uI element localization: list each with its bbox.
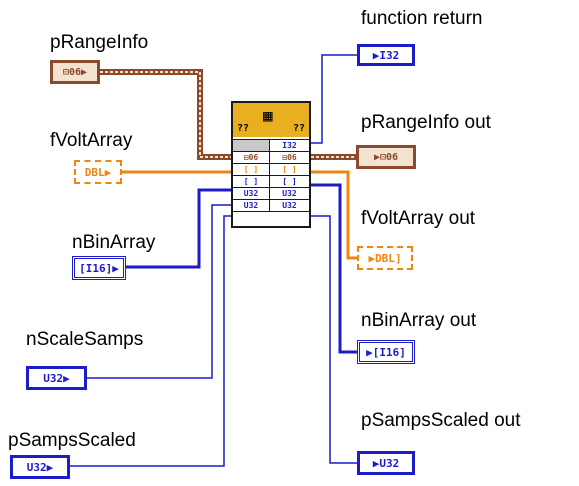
node-header: ▦ ?? ?? xyxy=(233,103,309,137)
node-cell-right: [ ] xyxy=(282,165,297,174)
type-label: U32 xyxy=(379,456,400,470)
label-prangeinfo: pRangeInfo xyxy=(50,32,149,53)
wire-psampsscaled-out xyxy=(311,215,357,464)
type-label: I16 xyxy=(85,261,106,275)
type-label: I16 xyxy=(379,345,400,359)
bracket-close: ] xyxy=(394,251,402,265)
library-icon: ▦ xyxy=(263,106,273,125)
arrow-right-icon: ▶ xyxy=(63,371,70,385)
node-cell-left: [ ] xyxy=(233,164,270,175)
arrow-right-icon: ▶ xyxy=(366,345,373,359)
node-cell-right: I32 xyxy=(282,141,297,150)
node-head-right: ?? xyxy=(292,123,305,134)
node-row: [ ] [ ] xyxy=(233,163,309,175)
node-head-left: ?? xyxy=(237,123,250,134)
arrow-right-icon: ▶ xyxy=(81,66,88,78)
terminal-nscalesamps[interactable]: U32▶ xyxy=(26,366,87,390)
terminal-nbinarray[interactable]: [I16]▶ xyxy=(72,256,126,280)
indicator-fvoltarray-out[interactable]: ▶DBL] xyxy=(357,246,413,270)
arrow-right-icon: ▶ xyxy=(112,261,119,275)
node-cell-left: ⊟06 xyxy=(233,152,270,163)
indicator-psampsscaled-out[interactable]: ▶U32 xyxy=(357,451,415,475)
label-nbinarray-out: nBinArray out xyxy=(361,310,477,331)
node-cell-right: U32 xyxy=(282,201,297,210)
arrow-right-icon: ▶ xyxy=(368,251,376,265)
node-row: I32 xyxy=(233,139,309,151)
node-cell-left xyxy=(233,140,270,151)
type-label: I32 xyxy=(379,48,400,62)
arrow-right-icon: ▶ xyxy=(372,48,380,62)
label-fvoltarray-out: fVoltArray out xyxy=(361,208,476,229)
type-label: U32 xyxy=(43,371,64,385)
type-label: ⊟06 xyxy=(62,66,82,78)
node-row: ⊟06 ⊟06 xyxy=(233,151,309,163)
bracket-open: [ xyxy=(79,261,86,275)
node-row: U32 U32 xyxy=(233,187,309,199)
type-label: ⊟06 xyxy=(379,151,399,163)
bracket-close: ] xyxy=(105,261,113,275)
type-label: DBL xyxy=(375,251,395,265)
wire-nbinarray xyxy=(126,188,231,269)
node-cell-left: U32 xyxy=(233,200,270,211)
node-cell-right: ⊟06 xyxy=(282,153,297,162)
indicator-function-return[interactable]: ▶I32 xyxy=(357,44,415,66)
node-cell-left: U32 xyxy=(233,188,270,199)
wire-nscalesamps xyxy=(87,204,231,379)
arrow-right-icon: ▶ xyxy=(372,456,380,470)
indicator-nbinarray-out[interactable]: ▶[I16] xyxy=(357,340,415,364)
terminal-fvoltarray[interactable]: DBL▶ xyxy=(74,160,122,184)
wire-prangeinfo xyxy=(100,69,231,160)
type-label: U32 xyxy=(26,460,47,474)
wire-fvoltarray-out xyxy=(311,170,357,260)
function-node[interactable]: ▦ ?? ?? I32 ⊟06 ⊟06 [ ] [ ] [ ] [ ] U32 … xyxy=(231,101,311,228)
label-psampsscaled: pSampsScaled xyxy=(8,430,136,451)
wire-function-return xyxy=(311,54,357,144)
node-cell-right: U32 xyxy=(282,189,297,198)
terminal-psampsscaled[interactable]: U32▶ xyxy=(10,455,70,479)
node-cell-left: [ ] xyxy=(233,176,270,187)
wire-nbinarray-out xyxy=(311,183,357,354)
terminal-prangeinfo[interactable]: ⊟06▶ xyxy=(50,60,100,84)
type-label: DBL xyxy=(84,165,105,179)
node-row: [ ] [ ] xyxy=(233,175,309,187)
arrow-right-icon: ▶ xyxy=(104,165,112,179)
label-function-return: function return xyxy=(361,8,483,29)
arrow-right-icon: ▶ xyxy=(373,151,380,163)
arrow-right-icon: ▶ xyxy=(46,460,54,474)
bracket-open: [ xyxy=(372,345,380,359)
label-nscalesamps: nScaleSamps xyxy=(26,329,144,350)
label-psampsscaled-out: pSampsScaled out xyxy=(361,410,521,431)
indicator-prangeinfo-out[interactable]: ▶⊟06 xyxy=(356,145,416,169)
node-cell-right: [ ] xyxy=(282,177,297,186)
label-nbinarray: nBinArray xyxy=(72,232,156,253)
label-prangeinfo-out: pRangeInfo out xyxy=(361,112,491,133)
label-fvoltarray: fVoltArray xyxy=(50,130,133,151)
wire-psampsscaled xyxy=(70,215,231,467)
bracket-close: ] xyxy=(399,345,406,359)
node-row: U32 U32 xyxy=(233,199,309,212)
